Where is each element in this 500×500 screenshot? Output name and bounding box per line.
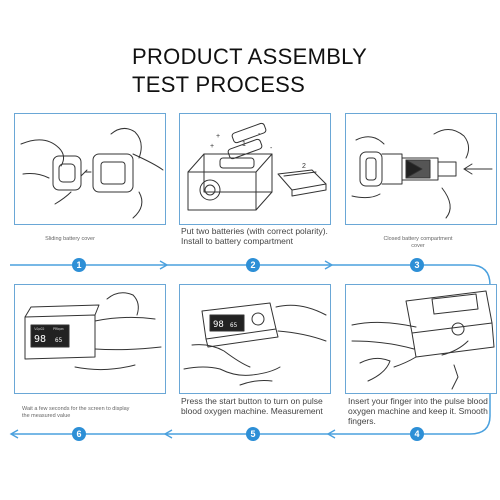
step-1-caption: Sliding battery cover	[45, 236, 95, 242]
step-5-caption: Press the start button to turn on pulse …	[181, 396, 323, 416]
step-4-number: 4	[410, 427, 424, 441]
svg-text:PRbpm: PRbpm	[53, 327, 64, 331]
svg-text:-: -	[258, 131, 261, 138]
title-line-1: PRODUCT ASSEMBLY	[132, 44, 368, 69]
step-5-number: 5	[246, 427, 260, 441]
step-6-illustration: %SpO2 PRbpm 98 65	[14, 284, 166, 394]
svg-text:98: 98	[34, 334, 46, 345]
svg-text:65: 65	[55, 337, 63, 344]
step-5-illustration: 98 65	[179, 284, 331, 394]
title-line-2: TEST PROCESS	[132, 72, 306, 97]
svg-text:+: +	[210, 143, 214, 150]
svg-text:+: +	[216, 133, 220, 140]
step-4-illustration	[345, 284, 497, 394]
step-2-illustration: + - + - 1 2	[179, 113, 331, 225]
svg-text:1: 1	[242, 141, 246, 148]
step-3-caption: Closed battery compartment cover	[383, 236, 453, 249]
svg-text:65: 65	[230, 322, 238, 329]
svg-text:98: 98	[213, 320, 224, 330]
step-2-number: 2	[246, 258, 260, 272]
step-6-caption: Wait a few seconds for the screen to dis…	[22, 406, 130, 419]
step-3-illustration	[345, 113, 497, 225]
step-6-number: 6	[72, 427, 86, 441]
step-2-caption: Put two batteries (with correct polarity…	[181, 226, 328, 246]
svg-text:-: -	[270, 145, 273, 152]
step-3-number: 3	[410, 258, 424, 272]
svg-text:%SpO2: %SpO2	[34, 327, 45, 331]
step-4-caption: Insert your finger into the pulse blood …	[348, 396, 488, 426]
svg-text:2: 2	[302, 163, 306, 170]
step-1-illustration	[14, 113, 166, 225]
step-1-number: 1	[72, 258, 86, 272]
